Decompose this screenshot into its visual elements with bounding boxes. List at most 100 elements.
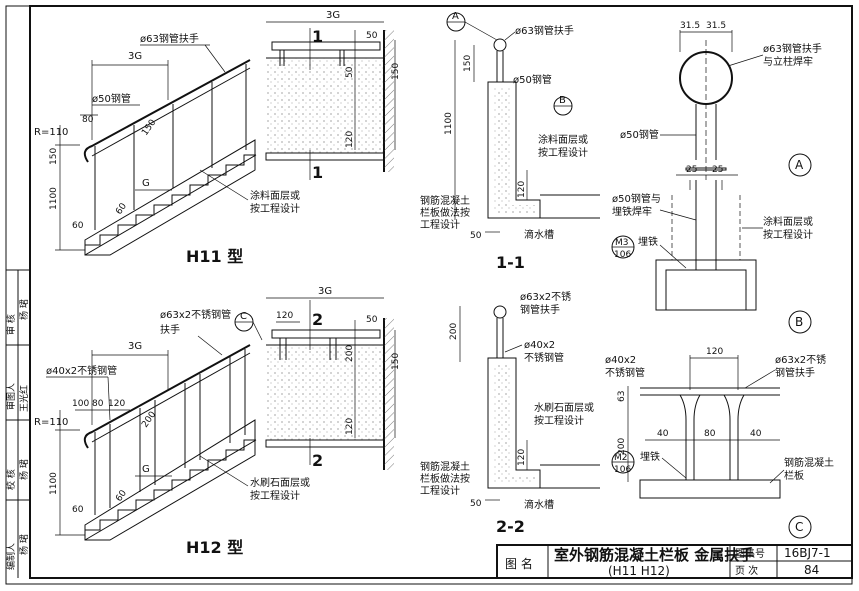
h11-finish-2: 按工程设计 — [250, 202, 300, 215]
h12-callout-c: C — [240, 311, 247, 322]
title-label-atlas: 图集号 — [735, 547, 765, 560]
sec11-rc-3: 工程设计 — [420, 218, 460, 231]
detailB-embed: 埋铁 — [638, 235, 658, 248]
signature-strip: 审 核 杨 珺 审图人 王光红 校 核 杨 珺 编制人 杨 珺 — [5, 269, 30, 578]
h11-dim-60: 60 — [72, 221, 84, 231]
sec22-finish-2: 按工程设计 — [534, 414, 584, 427]
v1-dim-120: 120 — [345, 131, 355, 148]
h12-dim-g: G — [142, 464, 150, 475]
v1-roman-top: 1 — [312, 27, 323, 46]
h11-dim-g: G — [142, 178, 150, 189]
h12-dim-100: 100 — [72, 399, 89, 409]
inner-frame — [29, 5, 853, 579]
h12-dim-3g: 3G — [128, 341, 142, 352]
h12-handrail-label: ø63x2不锈钢管 — [160, 308, 231, 321]
sig-name-1: 杨 珺 — [18, 299, 30, 320]
sec22-title: 2-2 — [496, 517, 525, 536]
detailB-weld-2: 埋铁焊牢 — [612, 205, 652, 218]
sig-label-4: 编制人 — [5, 543, 17, 570]
detailC-dim-80: 80 — [704, 429, 716, 439]
detailB-callout-circle — [788, 310, 812, 334]
sec11-finish-1: 涂料面层或 — [538, 133, 588, 146]
h12-title: H12 型 — [186, 538, 243, 557]
section-1-1 — [454, 38, 600, 233]
h11-r110: R=110 — [34, 127, 68, 138]
sec11-drip: 滴水槽 — [524, 228, 554, 241]
detailC-post: ø40x2 — [605, 355, 636, 366]
h11-title: H11 型 — [186, 247, 243, 266]
view-2-railing — [265, 297, 396, 470]
detailB-finish-1: 涂料面层或 — [763, 215, 813, 228]
detailC-dim-40b: 40 — [750, 429, 762, 439]
sec11-callout-b: B — [559, 95, 566, 106]
detailB-dim-1: 25 — [686, 165, 697, 175]
detailA-handrail-2: 与立柱焊牢 — [763, 55, 813, 68]
detailA-callout: A — [795, 158, 804, 172]
sec11-dim-50: 50 — [470, 231, 482, 241]
sec22-finish-1: 水刷石面层或 — [534, 402, 594, 414]
page-number: 84 — [804, 563, 819, 577]
v2-dim-120: 120 — [345, 418, 355, 435]
title-block — [496, 544, 853, 579]
detail-b — [655, 167, 757, 311]
title-label-name: 图 名 — [505, 556, 533, 571]
sec11-finish-2: 按工程设计 — [538, 146, 588, 159]
sig-name-3: 杨 珺 — [18, 459, 30, 480]
v2-dim-200: 200 — [345, 345, 355, 362]
sec22-rc-3: 工程设计 — [420, 484, 460, 497]
v2-dim-50: 50 — [366, 315, 378, 325]
sec11-dim-150: 150 — [463, 55, 473, 72]
detailB-finish-2: 按工程设计 — [763, 228, 813, 241]
h12-dim-80: 80 — [92, 399, 104, 409]
sec22-dim-50: 50 — [470, 499, 482, 509]
detailA-handrail: ø63钢管扶手 — [763, 42, 822, 55]
detailB-dim-2: 25 — [712, 165, 723, 175]
title-label-page: 页 次 — [735, 564, 758, 577]
sec11-dim-120: 120 — [517, 181, 527, 198]
v1-dim-50a: 50 — [366, 31, 378, 41]
detailC-dim-63: 63 — [617, 391, 627, 402]
detailA-post: ø50钢管 — [620, 128, 659, 141]
h12-finish-1: 水刷石面层或 — [250, 477, 310, 489]
h11-dim-1100: 1100 — [49, 187, 59, 210]
section-2-2 — [459, 305, 600, 501]
h11-dim-3g: 3G — [128, 51, 142, 62]
sec22-rc-1: 钢筋混凝土 — [420, 460, 470, 473]
h12-finish-2: 按工程设计 — [250, 489, 300, 502]
sec11-post-label: ø50钢管 — [513, 73, 552, 86]
h12-dim-1100: 1100 — [49, 472, 59, 495]
h12-r110: R=110 — [34, 417, 68, 428]
sec22-post-2: 不锈钢管 — [524, 351, 564, 364]
detailC-post-2: 不锈钢管 — [605, 366, 645, 379]
drawing-title: 室外钢筋混凝土栏板 金属扶手 — [554, 546, 754, 564]
detailC-handrail: ø63x2不锈 — [775, 353, 826, 366]
detailC-dim-40a: 40 — [657, 429, 669, 439]
h11-dim-60-slope: 60 — [114, 201, 129, 216]
v1-roman-bottom: 1 — [312, 163, 323, 182]
h12-dim-60-slope: 60 — [114, 488, 129, 503]
outer-border — [5, 5, 853, 585]
detailB-m3-sub: 106 — [614, 250, 631, 260]
sig-name-2: 王光红 — [18, 385, 30, 412]
detailB-m3: M3 — [615, 238, 629, 248]
sec22-handrail-2: 钢管扶手 — [520, 303, 560, 316]
detailC-callout-circle — [788, 515, 812, 539]
sec22-post: ø40x2 — [524, 340, 555, 351]
atlas-number: 16BJ7-1 — [784, 546, 831, 560]
sig-label-1: 审 核 — [5, 314, 17, 335]
detailC-dim-120: 120 — [706, 347, 723, 357]
sec11-dim-1100: 1100 — [444, 112, 454, 135]
detail-c — [627, 355, 781, 499]
h11-elevation — [55, 59, 257, 256]
v2-roman-top: 2 — [312, 310, 323, 329]
h11-post-label: ø50钢管 — [92, 92, 131, 105]
v2-roman-bottom: 2 — [312, 451, 323, 470]
sec11-callout-a: A — [452, 11, 459, 22]
sec11-rc-2: 栏板做法按 — [420, 206, 470, 219]
h12-post-label: ø40x2不锈钢管 — [46, 364, 117, 377]
h11-dim-80: 80 — [82, 115, 94, 125]
detailC-m2: M2 — [614, 453, 628, 463]
h12-elevation — [55, 344, 257, 541]
detailC-embed: 埋铁 — [640, 450, 660, 463]
